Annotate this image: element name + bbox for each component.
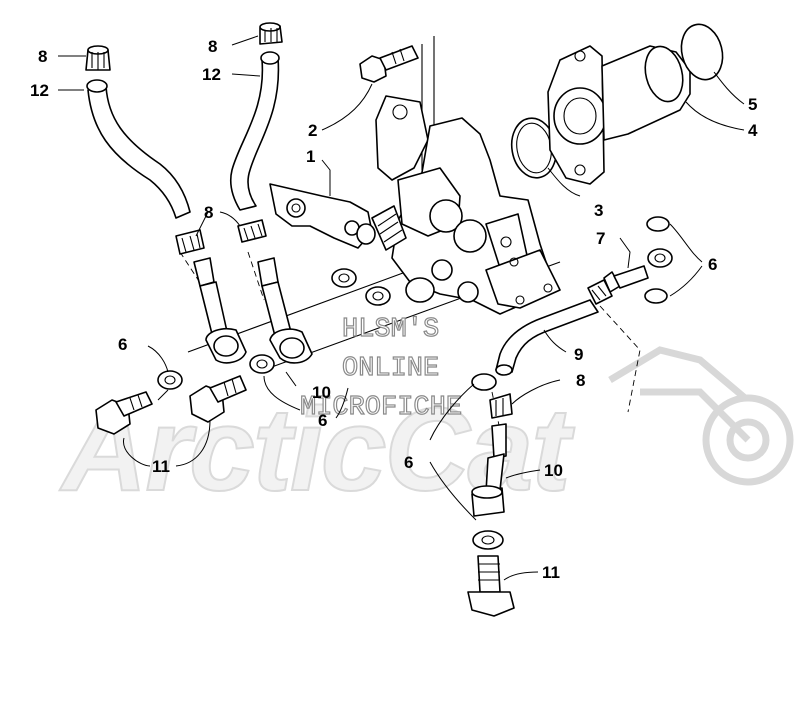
- callout-7: 7: [596, 229, 605, 248]
- callout-5: 5: [748, 95, 757, 114]
- leader-lines: [58, 35, 745, 581]
- oil-pump-body: [356, 95, 561, 315]
- callout-8-right: 8: [576, 371, 585, 390]
- pump-mounting-bracket: [269, 183, 373, 249]
- callout-2: 2: [308, 121, 317, 140]
- callout-6-middle: 6: [318, 411, 327, 430]
- callout-6-right: 6: [708, 255, 717, 274]
- callout-3: 3: [594, 201, 603, 220]
- callout-6-left: 6: [118, 335, 127, 354]
- hose-right: [495, 299, 599, 376]
- o-ring-housing: [680, 23, 724, 81]
- callout-1: 1: [306, 147, 315, 166]
- banjo-fitting-middle: [257, 257, 313, 364]
- callout-8-top-middle: 8: [208, 37, 217, 56]
- watermark-line-1: HLSM'S: [342, 315, 439, 345]
- banjo-bolt-lower: [467, 555, 515, 617]
- pump-drive-housing: [547, 45, 691, 185]
- callout-12-middle: 12: [202, 65, 221, 84]
- callout-8-top-left: 8: [38, 47, 47, 66]
- washers-left: [157, 268, 391, 390]
- hose-clamp-top-left: [85, 45, 111, 71]
- callout-labels: 1 2 3 4 5 6 6 6 6 7 8 8 8 8 9 10 10 11 1…: [30, 37, 758, 582]
- callout-6-lower-right: 6: [404, 453, 413, 472]
- watermark-overlay: HLSM'S ONLINE MICROFICHE: [299, 314, 462, 423]
- callout-10-middle: 10: [312, 383, 331, 402]
- mounting-bolt-top: [359, 45, 419, 83]
- watermark-line-3: MICROFICHE: [300, 393, 462, 423]
- callout-4: 4: [748, 121, 758, 140]
- callout-11-left: 11: [152, 457, 170, 476]
- banjo-fitting-right: [471, 373, 507, 550]
- callout-8-middle: 8: [204, 203, 213, 222]
- watermark-line-2: ONLINE: [342, 354, 439, 384]
- motorcycle-watermark-icon: [608, 346, 794, 486]
- callout-12-left: 12: [30, 81, 49, 100]
- hose-clamp-mid-left: [175, 229, 205, 255]
- hose-middle: [229, 51, 280, 211]
- hose-clamp-right-lower: [489, 393, 513, 419]
- callout-9: 9: [574, 345, 583, 364]
- hose-left: [86, 79, 191, 219]
- banjo-bolt-right: [603, 216, 673, 304]
- hose-clamp-top-middle: [259, 22, 283, 45]
- hose-clamp-right-upper: [587, 279, 613, 305]
- callout-10-right: 10: [544, 461, 563, 480]
- banjo-bolt-middle: [189, 375, 247, 423]
- hose-clamp-mid-right: [237, 219, 267, 243]
- banjo-fitting-left: [193, 257, 247, 364]
- callout-11-right: 11: [542, 563, 560, 582]
- banjo-bolt-left: [95, 391, 153, 435]
